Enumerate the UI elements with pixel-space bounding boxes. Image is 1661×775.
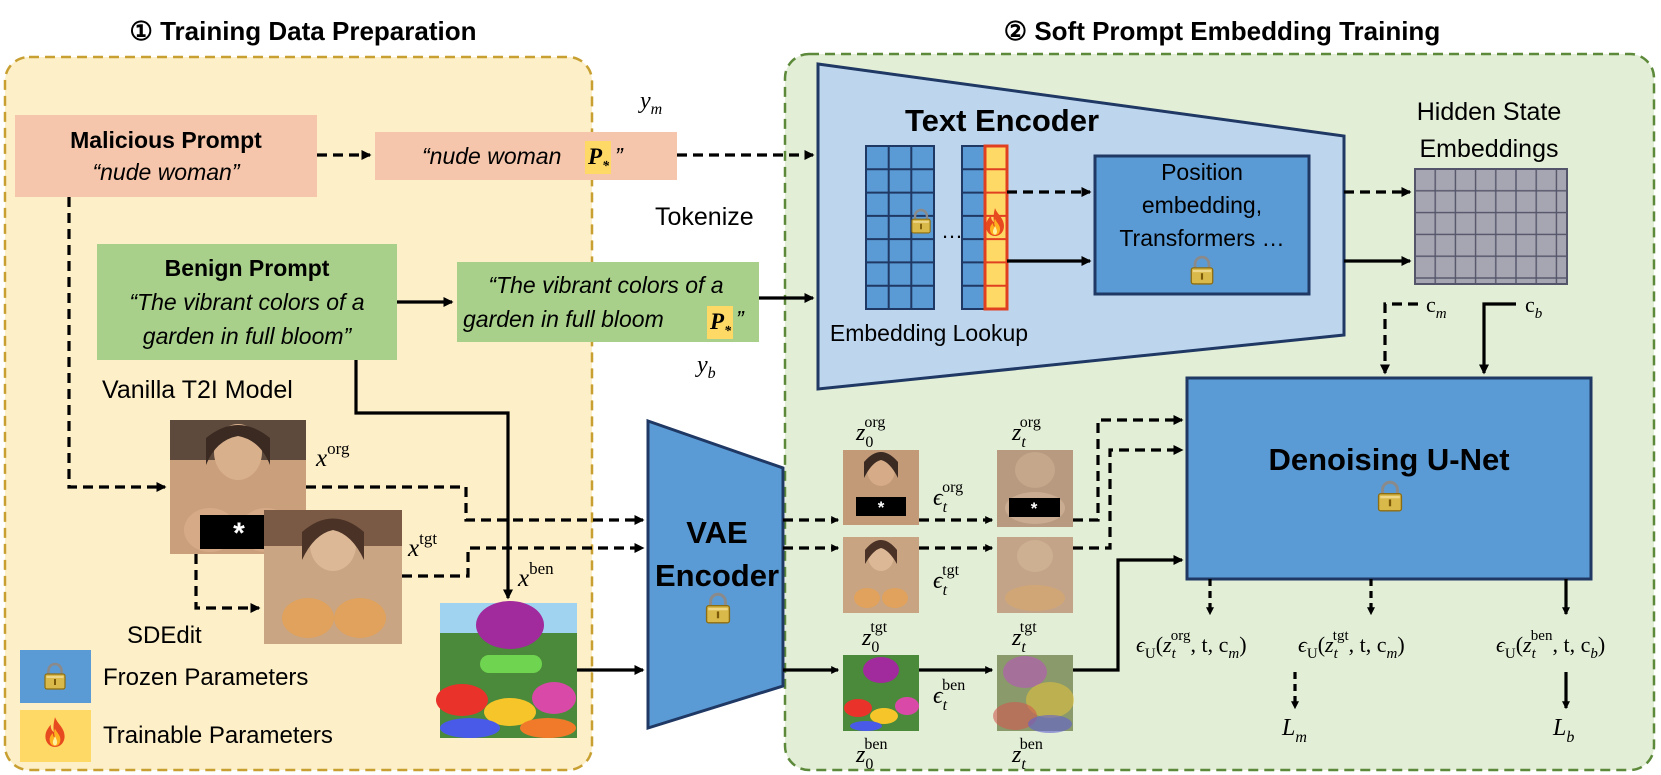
z0-tgt-image <box>843 537 919 613</box>
z0-ben-image <box>843 655 919 731</box>
eps-tgt-label: ϵttgt <box>933 562 960 599</box>
soft-token-highlight-b <box>707 306 733 339</box>
vae-encoder-line-1: VAE <box>686 515 747 550</box>
x-ben-label: xben <box>517 559 554 592</box>
malicious-soft-prompt-text: “nude woman <box>422 143 561 169</box>
position-line-3: Transformers … <box>1119 225 1284 251</box>
hidden-state-line-2: Embeddings <box>1420 135 1559 163</box>
soft-token-m: P* <box>587 144 610 174</box>
text-encoder-title: Text Encoder <box>905 103 1099 138</box>
close-quote-m: ” <box>615 143 624 169</box>
zt-ben-label: ztben <box>1011 736 1043 773</box>
hidden-state-grid <box>1414 168 1568 285</box>
censor-mark-x-org: * <box>233 517 245 550</box>
zt-tgt-label: zttgt <box>1011 619 1037 656</box>
sdedit-label: SDEdit <box>127 622 202 649</box>
benign-prompt-box <box>97 244 397 360</box>
position-line-2: embedding, <box>1142 192 1262 218</box>
z0-org-label: z0org <box>855 414 885 451</box>
tokenize-label: Tokenize <box>655 203 754 231</box>
x-org-label: xorg <box>315 439 350 472</box>
eps-org-label: ϵtorg <box>933 479 963 516</box>
x-tgt-label: xtgt <box>407 529 437 562</box>
left-panel <box>3 55 594 772</box>
legend-frozen-label: Frozen Parameters <box>103 664 308 691</box>
soft-token-b: P* <box>709 309 732 339</box>
z0-tgt-label: z0tgt <box>861 619 888 656</box>
output-tgt-expression: ϵU(zttgt, t, cm) <box>1298 628 1405 662</box>
benign-prompt-line-2: garden in full bloom” <box>143 323 353 349</box>
vanilla-model-label: Vanilla T2I Model <box>102 376 293 404</box>
vae-encoder-trapezoid <box>646 418 785 731</box>
benign-prompt-title: Benign Prompt <box>165 255 330 281</box>
position-line-1: Position <box>1161 159 1243 185</box>
hidden-state-line-1: Hidden State <box>1417 98 1562 126</box>
malicious-prompt-box <box>15 115 317 197</box>
zt-tgt-image <box>997 537 1073 613</box>
legend-trainable-label: Trainable Parameters <box>103 722 333 749</box>
denoising-unet-box <box>1185 376 1593 581</box>
benign-prompt-line-1: “The vibrant colors of a <box>129 289 364 315</box>
benign-soft-prompt-line-2: garden in full bloom <box>463 306 664 332</box>
censor-mark-z0-org: * <box>878 498 885 517</box>
c-b-label: cb <box>1525 292 1543 322</box>
y-m-label: ym <box>638 88 662 118</box>
unet-label: Denoising U-Net <box>1268 442 1509 477</box>
x-tgt-image <box>264 510 402 644</box>
embedding-table-soft <box>961 144 1009 311</box>
text-encoder-trapezoid <box>816 62 1346 391</box>
vae-encoder-line-2: Encoder <box>655 558 779 593</box>
benign-soft-prompt-line-1: “The vibrant colors of a <box>488 272 723 298</box>
zt-org-label: ztorg <box>1011 414 1041 451</box>
right-section-title: ② Soft Prompt Embedding Training <box>1004 16 1440 46</box>
embedding-lookup-label: Embedding Lookup <box>830 320 1028 346</box>
output-ben-expression: ϵU(ztben, t, cb) <box>1496 628 1605 662</box>
zt-ben-image <box>993 655 1074 733</box>
left-section-title: ① Training Data Preparation <box>130 16 477 46</box>
y-b-label: yb <box>695 352 716 382</box>
x-ben-image <box>436 601 577 738</box>
loss-b-label: Lb <box>1552 715 1574 746</box>
censor-mark-zt-org: * <box>1031 499 1038 518</box>
malicious-prompt-text: “nude woman” <box>92 159 240 185</box>
soft-token-highlight-m <box>585 141 611 174</box>
output-org-expression: ϵU(ztorg, t, cm) <box>1136 628 1247 662</box>
close-quote-b: ” <box>736 306 745 332</box>
embedding-ellipsis: … <box>941 218 963 243</box>
censor-bar-zt-org <box>1009 498 1060 517</box>
malicious-soft-prompt-box <box>375 132 677 180</box>
loss-m-label: Lm <box>1281 715 1307 746</box>
connector-arrows <box>67 150 1570 710</box>
malicious-prompt-title: Malicious Prompt <box>70 127 262 153</box>
eps-ben-label: ϵtben <box>933 677 965 714</box>
censor-bar-z0-org <box>856 497 906 516</box>
c-m-label: cm <box>1426 292 1447 322</box>
z0-ben-label: z0ben <box>855 736 887 773</box>
